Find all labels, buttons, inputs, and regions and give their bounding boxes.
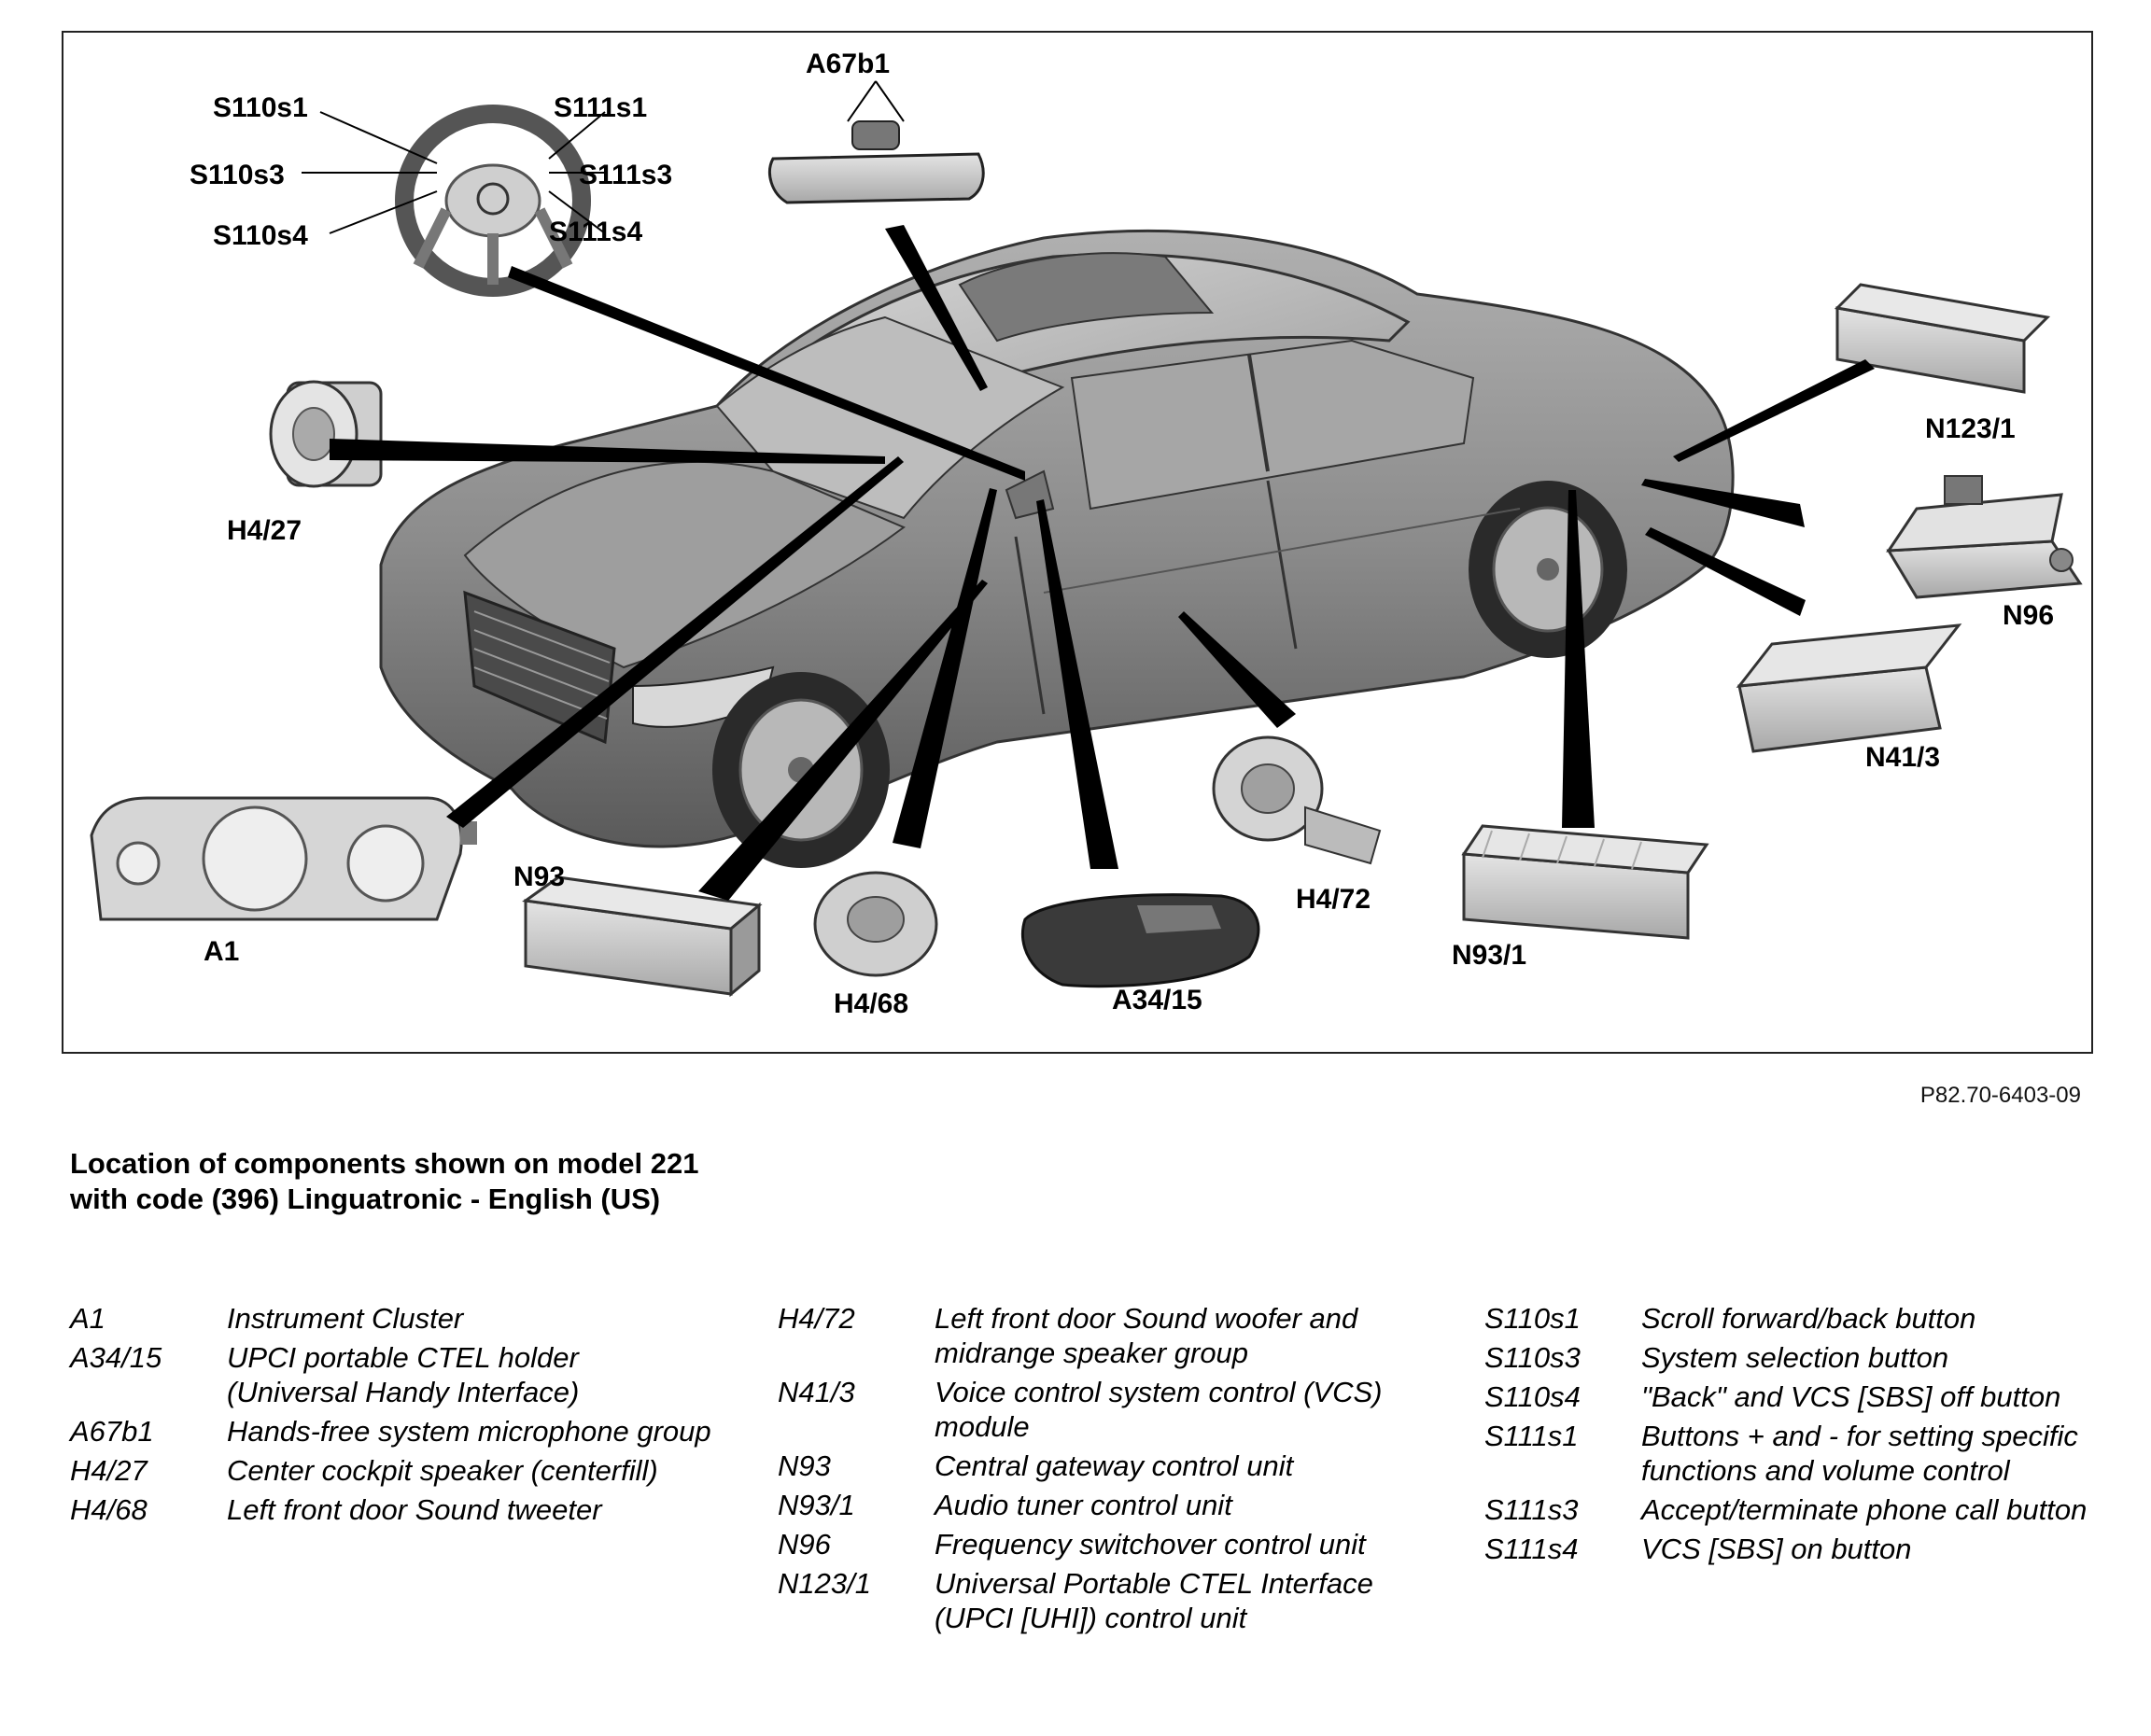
legend-desc: Center cockpit speaker (centerfill): [227, 1454, 658, 1487]
legend-item: A34/15 UPCI portable CTEL holder (Univers…: [70, 1340, 712, 1409]
legend-code: N93/1: [778, 1489, 855, 1521]
thin-leaders: [302, 80, 905, 234]
legend-desc: Hands-free system microphone group: [227, 1415, 711, 1448]
callout-N96: N96: [2003, 600, 2055, 631]
tweeter-illustration: [813, 871, 938, 977]
callout-S110s3: S110s3: [190, 160, 285, 190]
car-rear-wheel: [1469, 481, 1627, 658]
callout-S111s4: S111s4: [549, 217, 643, 247]
legend-desc: Voice control system control (VCS) modul…: [935, 1376, 1383, 1443]
figure-code: P82.70-6403-09: [1919, 1083, 2081, 1108]
callout-H4-72: H4/72: [1296, 884, 1371, 915]
legend-code: A67b1: [70, 1415, 154, 1448]
legend-desc: Instrument Cluster: [227, 1302, 464, 1335]
legend-code: S111s1: [1484, 1420, 1579, 1452]
legend-item: A67b1 Hands-free system microphone group: [70, 1414, 712, 1449]
page-caption: Location of components shown on model 22…: [70, 1147, 699, 1215]
legend-desc: Buttons + and - for setting specific fun…: [1641, 1420, 2078, 1487]
legend-code: S110s1: [1484, 1302, 1581, 1335]
ctel-holder-illustration: [1020, 893, 1260, 988]
legend-code: H4/27: [70, 1454, 148, 1487]
legend-column-1: A1 Instrument Cluster A34/15 UPCI portable…: [70, 1301, 712, 1532]
legend-desc: UPCI portable CTEL holder (Universal Han…: [227, 1341, 580, 1408]
legend-code: N93: [778, 1449, 831, 1482]
legend-desc: System selection button: [1641, 1341, 1949, 1374]
legend-desc: VCS [SBS] on button: [1641, 1533, 1912, 1565]
legend-item: N93/1 Audio tuner control unit: [778, 1488, 1420, 1522]
legend-item: A1 Instrument Cluster: [70, 1301, 712, 1336]
car-illustration: [379, 230, 1735, 868]
legend-item: S111s3 Accept/terminate phone call button: [1484, 1492, 2127, 1527]
callout-S111s1: S111s1: [554, 92, 648, 123]
legend-item: S111s1 Buttons + and - for setting specif…: [1484, 1419, 2127, 1488]
callout-A67b1: A67b1: [806, 49, 891, 79]
steering-wheel-illustration: [395, 105, 591, 297]
legend-desc: Universal Portable CTEL Interface (UPCI …: [935, 1567, 1373, 1634]
callout-A34-15: A34/15: [1112, 985, 1202, 1015]
legend-item: S110s4 "Back" and VCS [SBS] off button: [1484, 1379, 2127, 1414]
legend-item: H4/27 Center cockpit speaker (centerfill): [70, 1453, 712, 1488]
legend-desc: "Back" and VCS [SBS] off button: [1641, 1380, 2061, 1413]
car-sunroof: [958, 252, 1215, 343]
legend-code: A34/15: [70, 1341, 162, 1374]
car-side-windows: [1070, 339, 1475, 511]
upci-unit-illustration: [1834, 283, 2051, 394]
legend-desc: Central gateway control unit: [935, 1449, 1294, 1482]
car-front-wheel: [712, 672, 890, 868]
callout-S111s3: S111s3: [579, 160, 673, 190]
legend-item: S110s3 System selection button: [1484, 1340, 2127, 1375]
callout-S110s4: S110s4: [213, 220, 308, 251]
frequency-switchover-illustration: [1886, 475, 2083, 599]
legend-item: H4/72 Left front door Sound woofer and mi…: [778, 1301, 1420, 1370]
legend-item: N123/1 Universal Portable CTEL Interface …: [778, 1566, 1420, 1635]
legend-item: S110s1 Scroll forward/back button: [1484, 1301, 2127, 1336]
audio-tuner-illustration: [1461, 824, 1709, 940]
legend-code: N123/1: [778, 1567, 871, 1600]
legend-item: H4/68 Left front door Sound tweeter: [70, 1492, 712, 1527]
callout-N123-1: N123/1: [1925, 413, 2016, 444]
legend-code: H4/68: [70, 1493, 148, 1526]
legend-item: S111s4 VCS [SBS] on button: [1484, 1532, 2127, 1566]
legend-desc: Accept/terminate phone call button: [1641, 1493, 2088, 1526]
callout-N93-1: N93/1: [1452, 940, 1527, 971]
legend-code: N96: [778, 1528, 831, 1561]
mirror-illustration: [768, 120, 985, 204]
vcs-module-illustration: [1736, 623, 1962, 753]
callout-S110s1: S110s1: [213, 92, 308, 123]
legend-code: S111s4: [1484, 1533, 1579, 1565]
legend-code: N41/3: [778, 1376, 855, 1408]
woofer-illustration: [1212, 735, 1382, 865]
callout-H4-27: H4/27: [227, 515, 302, 546]
legend-code: S110s4: [1484, 1380, 1581, 1413]
legend-desc: Frequency switchover control unit: [935, 1528, 1366, 1561]
legend-item: N96 Frequency switchover control unit: [778, 1527, 1420, 1561]
legend-code: S110s3: [1484, 1341, 1581, 1374]
callout-A1: A1: [204, 936, 240, 967]
legend-desc: Left front door Sound woofer and midrang…: [935, 1302, 1358, 1369]
callout-N41-3: N41/3: [1865, 742, 1941, 773]
leader-lines: [330, 225, 1875, 901]
legend-desc: Left front door Sound tweeter: [227, 1493, 602, 1526]
legend-column-2: H4/72 Left front door Sound woofer and mi…: [778, 1301, 1420, 1640]
legend-code: A1: [70, 1302, 105, 1335]
legend-item: N93 Central gateway control unit: [778, 1449, 1420, 1483]
legend-desc: Scroll forward/back button: [1641, 1302, 1976, 1335]
legend-code: S111s3: [1484, 1493, 1579, 1526]
component-location-figure: S110s1 S110s3 S110s4 S111s1 S111s3 S111s…: [62, 31, 2093, 1054]
callout-H4-68: H4/68: [834, 988, 909, 1019]
callout-N93: N93: [513, 861, 566, 892]
gateway-unit-illustration: [522, 875, 763, 998]
instrument-cluster-illustration: [90, 796, 477, 921]
legend-desc: Audio tuner control unit: [935, 1489, 1232, 1521]
car-grille: [463, 590, 616, 745]
legend-item: N41/3 Voice control system control (VCS) …: [778, 1375, 1420, 1444]
figure-illustration: [90, 80, 2083, 998]
center-speaker-illustration: [269, 380, 383, 488]
legend-code: H4/72: [778, 1302, 855, 1335]
